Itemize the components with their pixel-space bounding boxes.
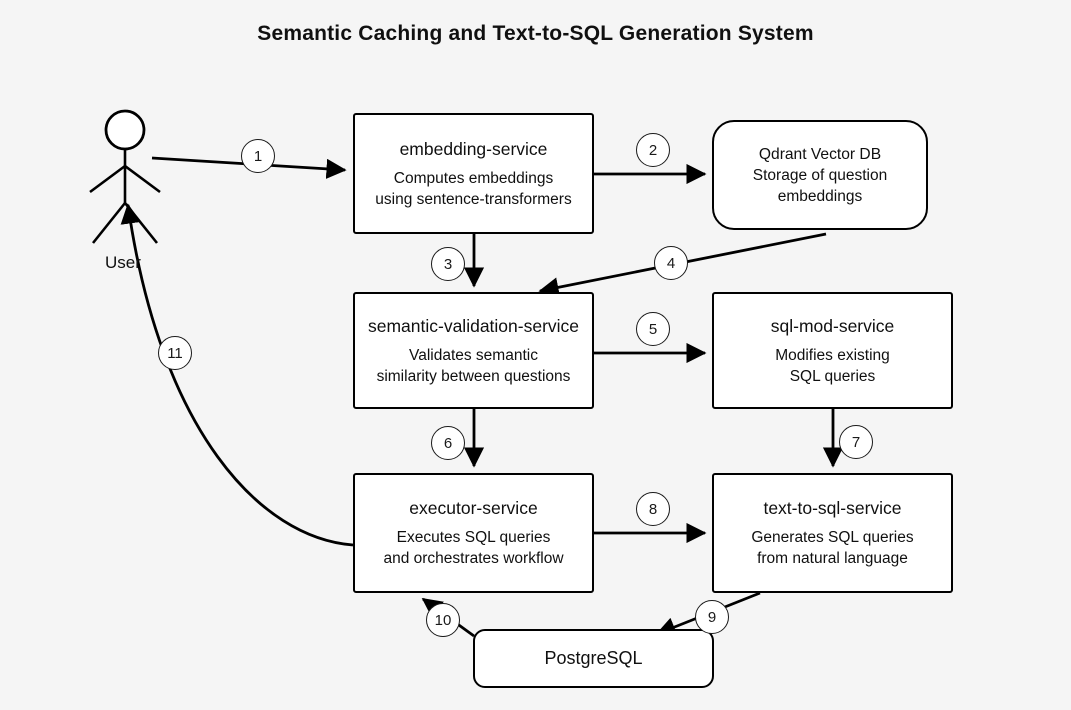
edge-label-6[interactable]: 6: [431, 426, 465, 460]
node-embedding-service[interactable]: embedding-service Computes embeddings us…: [353, 113, 594, 234]
node-embedding-service-title: embedding-service: [399, 138, 548, 159]
node-executor-service-desc-1: Executes SQL queries: [396, 529, 551, 546]
node-sql-mod-service-title: sql-mod-service: [770, 315, 895, 336]
user-actor-label: User: [105, 253, 141, 272]
node-text-to-sql-service[interactable]: text-to-sql-service Generates SQL querie…: [712, 473, 953, 593]
node-postgresql[interactable]: PostgreSQL: [473, 629, 714, 688]
edge-label-8[interactable]: 8: [636, 492, 670, 526]
node-semantic-validation-service-desc-2: similarity between questions: [376, 367, 571, 385]
user-actor-figure: [89, 109, 161, 244]
node-executor-service-title: executor-service: [409, 498, 538, 518]
edge-label-4[interactable]: 4: [654, 246, 688, 280]
edge-label-1[interactable]: 1: [241, 139, 275, 173]
user-actor-arm-left: [89, 164, 126, 194]
node-executor-service-desc-2: and orchestrates workflow: [383, 550, 564, 567]
edge-11-path: [120, 203, 354, 547]
node-qdrant-vector-db[interactable]: Qdrant Vector DB Storage of question emb…: [712, 120, 928, 230]
node-qdrant-vector-db-desc-2: embeddings: [777, 187, 863, 205]
node-semantic-validation-service-desc-1: Validates semantic: [409, 346, 538, 364]
node-embedding-service-desc-1: Computes embeddings: [393, 169, 554, 187]
edge-label-5[interactable]: 5: [636, 312, 670, 346]
user-actor-head: [104, 109, 146, 151]
node-qdrant-vector-db-title: Qdrant Vector DB: [758, 145, 882, 163]
node-qdrant-vector-db-desc-1: Storage of question: [752, 166, 888, 184]
node-text-to-sql-service-desc-2: from natural language: [757, 550, 908, 567]
edge-label-2[interactable]: 2: [636, 133, 670, 167]
node-sql-mod-service-desc-1: Modifies existing: [775, 346, 890, 364]
node-semantic-validation-service[interactable]: semantic-validation-service Validates se…: [353, 292, 594, 409]
user-actor-arm-right: [124, 164, 161, 194]
node-sql-mod-service[interactable]: sql-mod-service Modifies existing SQL qu…: [712, 292, 953, 409]
user-actor-leg-left: [91, 202, 127, 244]
node-postgresql-title: PostgreSQL: [544, 648, 643, 668]
node-text-to-sql-service-desc-1: Generates SQL queries: [751, 529, 914, 546]
node-sql-mod-service-desc-2: SQL queries: [789, 367, 876, 385]
edge-label-11[interactable]: 11: [158, 336, 192, 370]
edge-label-3[interactable]: 3: [431, 247, 465, 281]
node-semantic-validation-service-title: semantic-validation-service: [367, 315, 580, 336]
page-title: Semantic Caching and Text-to-SQL Generat…: [257, 22, 814, 45]
edge-label-9[interactable]: 9: [695, 600, 729, 634]
edge-label-7[interactable]: 7: [839, 425, 873, 459]
node-text-to-sql-service-title: text-to-sql-service: [763, 498, 902, 518]
node-embedding-service-desc-2: using sentence-transformers: [375, 190, 572, 208]
edge-label-10[interactable]: 10: [426, 603, 460, 637]
node-executor-service[interactable]: executor-service Executes SQL queries an…: [353, 473, 594, 593]
